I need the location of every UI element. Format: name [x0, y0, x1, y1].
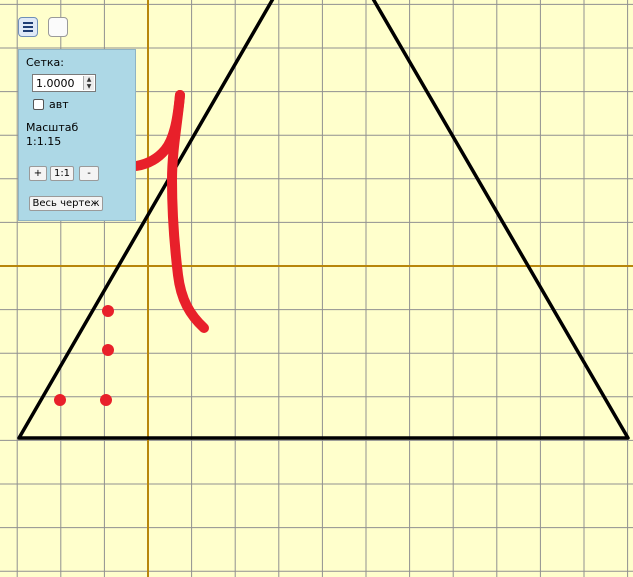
zoom-reset-button[interactable]: 1:1: [50, 166, 74, 181]
scale-value: 1:1.15: [26, 135, 62, 148]
zoom-in-button[interactable]: +: [29, 166, 47, 181]
zoom-out-button[interactable]: -: [79, 166, 99, 181]
scale-label: Масштаб: [26, 121, 79, 134]
blank-tool-button[interactable]: [48, 17, 68, 37]
triangle-shape[interactable]: [17, 0, 630, 440]
menu-button[interactable]: [18, 17, 38, 37]
annotation-dot[interactable]: [102, 344, 114, 356]
annotation-dot[interactable]: [102, 305, 114, 317]
annotation-dot[interactable]: [100, 394, 112, 406]
freehand-stroke-line[interactable]: [167, 90, 209, 333]
fit-all-button[interactable]: Весь чертеж: [29, 196, 103, 211]
grid-settings-panel: Сетка: 1.0000 ▲▼ авт Масштаб 1:1.15 + 1:…: [18, 49, 136, 221]
auto-grid-checkbox[interactable]: [33, 99, 44, 110]
grid-step-input[interactable]: 1.0000 ▲▼: [32, 74, 96, 92]
spin-arrows-icon[interactable]: ▲▼: [83, 76, 94, 90]
auto-grid-label: авт: [49, 98, 69, 111]
grid-label: Сетка:: [26, 56, 64, 69]
grid-step-value: 1.0000: [36, 77, 75, 90]
annotation-dot[interactable]: [54, 394, 66, 406]
